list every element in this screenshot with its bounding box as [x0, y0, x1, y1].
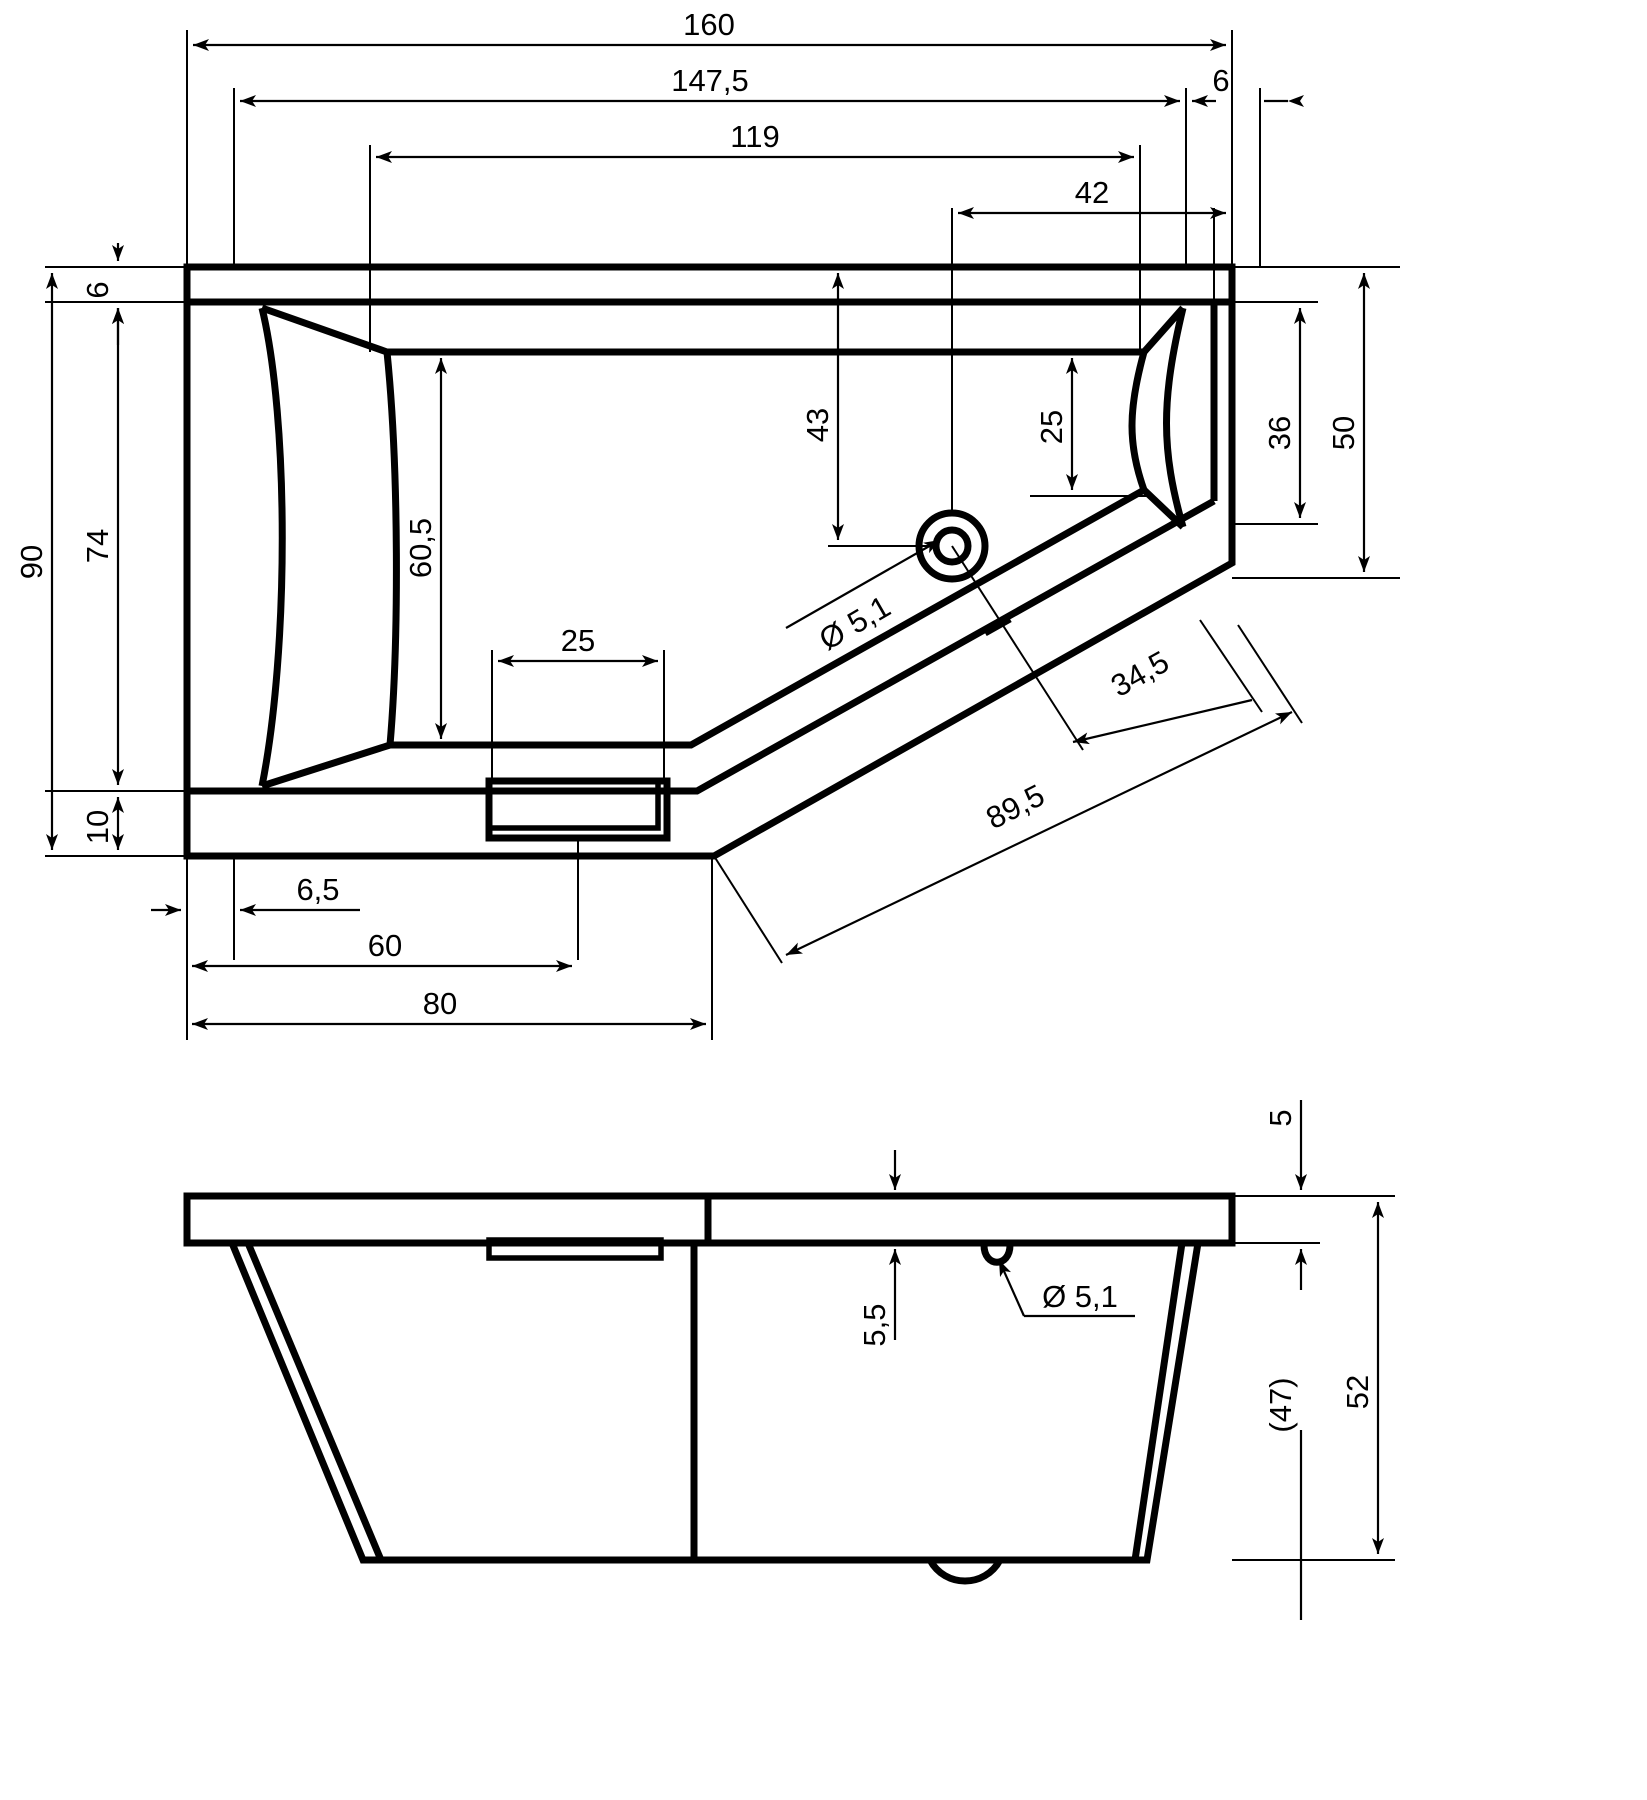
dim-119: 119: [730, 119, 779, 154]
plan-view-dimensions: 160 147,5 6 119 42 6 74 10 90: [14, 7, 1400, 1040]
ext-89-5-b: [1237, 624, 1303, 724]
dim-36: 36: [1262, 416, 1297, 450]
overflow-marker: [983, 615, 1012, 637]
rim-inner-bottom-line: [187, 497, 1216, 795]
ext-89-5-a: [713, 855, 783, 964]
dim-6-right: 6: [1212, 63, 1229, 98]
section-view-dimensions: 5 (47) 52 5,5 Ø 5,1: [857, 1100, 1395, 1620]
dim-43: 43: [800, 408, 835, 442]
dim-50: 50: [1326, 416, 1361, 450]
bowl-upper-edge: [260, 304, 1186, 356]
dim-74: 74: [80, 529, 115, 563]
plan-view-geometry: [183, 263, 1236, 860]
dimline-89-5: [785, 711, 1293, 956]
dimline-34-5: [1072, 698, 1253, 745]
dim-drain-diameter: Ø 5,1: [813, 589, 896, 657]
tub-outer-outline: [183, 263, 1236, 860]
seat-rectangle-inner: [489, 778, 661, 831]
dim-25-right: 25: [1034, 410, 1069, 444]
section-seat-slot: [486, 1237, 664, 1261]
bowl-right-outer-curve: [1163, 307, 1187, 528]
section-overflow-hook: [980, 1244, 1014, 1266]
ext-34-5-b: [1199, 619, 1263, 713]
dim-overflow-diameter: Ø 5,1: [1042, 1279, 1118, 1314]
dim-42: 42: [1075, 175, 1109, 210]
section-tub-left-inner: [244, 1241, 385, 1562]
dim-47: (47): [1263, 1377, 1298, 1432]
dim-5-5: 5,5: [857, 1303, 892, 1346]
dim-10: 10: [80, 810, 115, 844]
dim-90: 90: [14, 545, 49, 579]
dim-52: 52: [1340, 1375, 1375, 1409]
dim-60: 60: [368, 928, 402, 963]
dim-60-5: 60,5: [403, 518, 438, 578]
dim-80: 80: [423, 986, 457, 1021]
leader-overflow-dia: [997, 1259, 1026, 1317]
section-drain-boss: [926, 1558, 1004, 1585]
dim-147-5: 147,5: [671, 63, 749, 98]
bowl-right-inner-curve: [1128, 351, 1148, 492]
dim-6-5: 6,5: [296, 872, 339, 907]
dim-5: 5: [1263, 1109, 1298, 1126]
section-view-geometry: [183, 1192, 1236, 1585]
dim-6-top-left: 6: [80, 281, 115, 298]
bowl-lower-edge: [260, 485, 1186, 790]
dim-34-5: 34,5: [1105, 644, 1175, 704]
ext-34-5-a: [951, 545, 1084, 751]
section-tub-outer: [228, 1241, 1202, 1564]
dim-89-5: 89,5: [980, 777, 1050, 836]
section-tub-right-inner: [1131, 1242, 1186, 1561]
bowl-left-inner-curve: [383, 351, 400, 746]
leader-drain-dia: [785, 539, 941, 629]
dim-25-seat: 25: [561, 623, 595, 658]
dim-160: 160: [683, 7, 735, 42]
bowl-left-outer-curve: [258, 307, 286, 787]
